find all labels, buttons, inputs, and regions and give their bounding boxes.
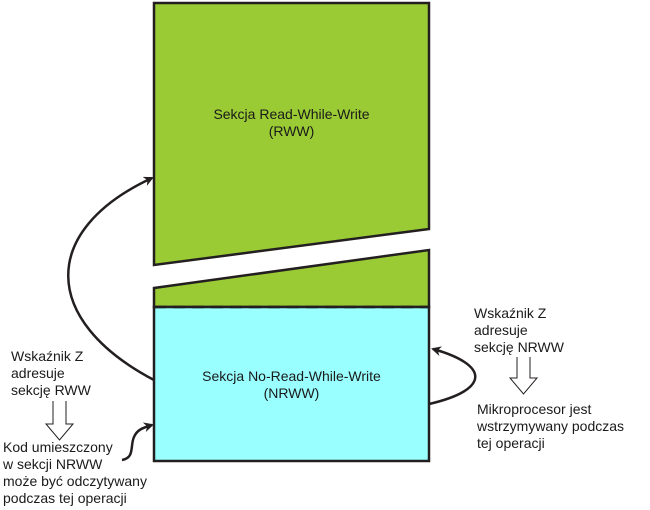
nrww-section-label: Sekcja No-Read-While-Write (NRWW) (154, 368, 429, 402)
rww-label-line1: Sekcja Read-While-Write (213, 106, 370, 122)
right-result-line: tej operacji (477, 435, 545, 451)
rww-access-arrow (67, 176, 155, 382)
right-pointer-line: Wskaźnik Z (474, 305, 547, 321)
right-result-line: Mikroprocesor jest (477, 401, 592, 417)
right-hollow-down-arrow (508, 357, 539, 395)
left-result-note: Kod umieszczony w sekcji NRWW może być o… (3, 439, 147, 507)
right-pointer-line: sekcję NRWW (474, 339, 564, 355)
left-result-line: może być odczytywany (3, 473, 147, 489)
left-result-line: podczas tej operacji (3, 490, 127, 506)
right-pointer-note: Wskaźnik Z adresuje sekcję NRWW (474, 305, 564, 356)
nrww-label-line1: Sekcja No-Read-While-Write (202, 368, 381, 384)
right-result-line: wstrzymywany podczas (477, 418, 625, 434)
nrww-label-line2: (NRWW) (263, 385, 320, 401)
rww-label-line2: (RWW) (268, 123, 315, 139)
left-hollow-down-arrow (44, 401, 75, 441)
right-pointer-line: adresuje (474, 322, 528, 338)
right-result-note: Mikroprocesor jest wstrzymywany podczas … (477, 401, 624, 452)
left-pointer-line: sekcję RWW (11, 382, 91, 398)
left-result-line: w sekcji NRWW (3, 456, 103, 472)
left-pointer-note: Wskaźnik Z adresuje sekcję RWW (11, 348, 91, 399)
nrww-read-arrow (121, 422, 154, 462)
left-pointer-line: adresuje (11, 365, 65, 381)
nrww-access-arrow (428, 346, 477, 406)
nrww-section-block (152, 305, 431, 463)
rww-section-block (152, 1, 431, 267)
left-pointer-line: Wskaźnik Z (11, 348, 84, 364)
rww-section-label: Sekcja Read-While-Write (RWW) (154, 106, 429, 140)
left-result-line: Kod umieszczony (3, 439, 113, 455)
